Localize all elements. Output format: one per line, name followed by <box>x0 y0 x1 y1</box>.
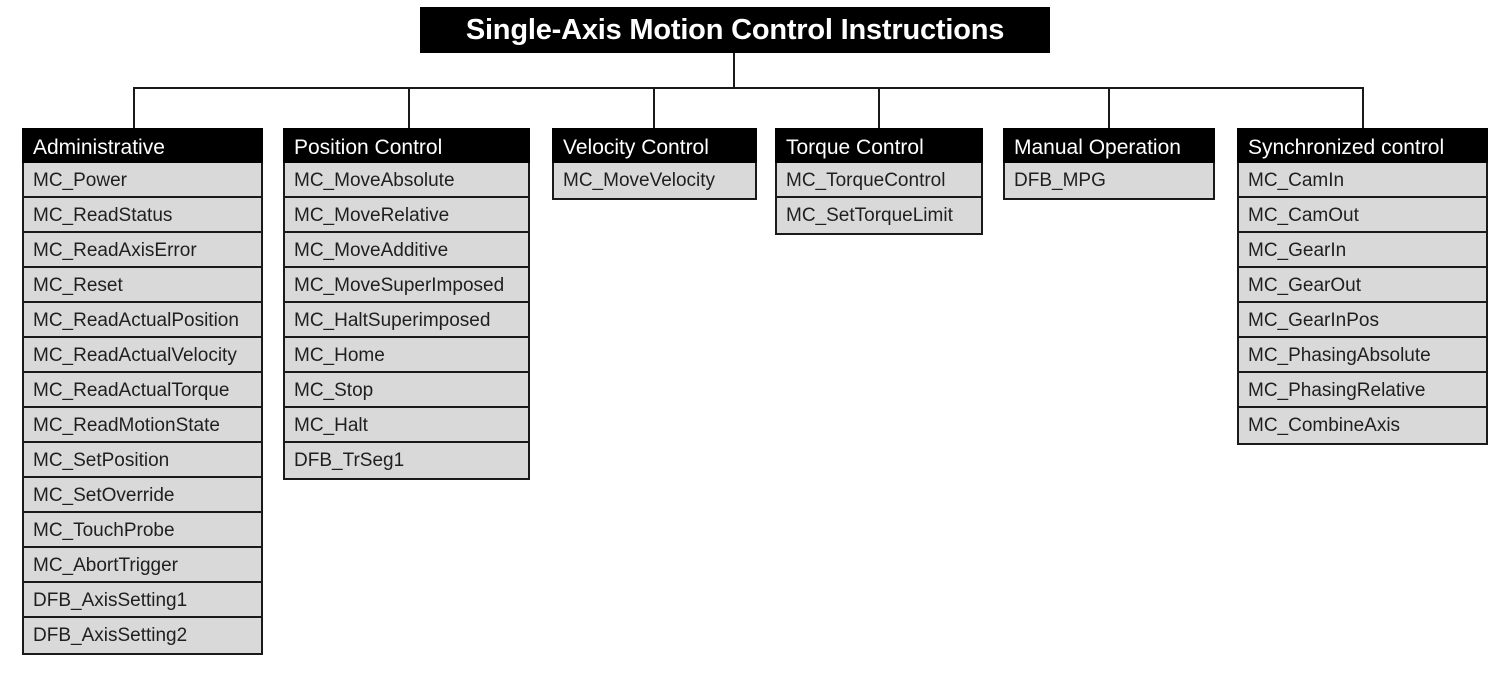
column-header-manual-operation: Manual Operation <box>1003 128 1215 163</box>
column-header-administrative: Administrative <box>22 128 263 163</box>
list-item[interactable]: MC_GearOut <box>1239 268 1486 303</box>
column-header-position-control: Position Control <box>283 128 530 163</box>
category-column-administrative: Administrative MC_Power MC_ReadStatus MC… <box>22 128 263 655</box>
list-item[interactable]: MC_ReadStatus <box>24 198 261 233</box>
category-column-position-control: Position Control MC_MoveAbsolute MC_Move… <box>283 128 530 480</box>
column-items-velocity-control: MC_MoveVelocity <box>552 163 757 200</box>
connector-drop-administrative <box>133 87 135 128</box>
page-title: Single-Axis Motion Control Instructions <box>420 7 1050 53</box>
list-item[interactable]: DFB_MPG <box>1005 163 1213 198</box>
list-item[interactable]: MC_CombineAxis <box>1239 408 1486 443</box>
category-column-velocity-control: Velocity Control MC_MoveVelocity <box>552 128 757 200</box>
category-column-manual-operation: Manual Operation DFB_MPG <box>1003 128 1215 200</box>
connector-drop-synchronized-control <box>1362 87 1364 128</box>
list-item[interactable]: MC_CamIn <box>1239 163 1486 198</box>
category-column-synchronized-control: Synchronized control MC_CamIn MC_CamOut … <box>1237 128 1488 445</box>
list-item[interactable]: MC_TouchProbe <box>24 513 261 548</box>
list-item[interactable]: MC_Power <box>24 163 261 198</box>
list-item[interactable]: MC_Reset <box>24 268 261 303</box>
list-item[interactable]: MC_SetPosition <box>24 443 261 478</box>
list-item[interactable]: DFB_AxisSetting2 <box>24 618 261 653</box>
list-item[interactable]: MC_SetTorqueLimit <box>777 198 981 233</box>
list-item[interactable]: MC_ReadActualTorque <box>24 373 261 408</box>
list-item[interactable]: MC_MoveRelative <box>285 198 528 233</box>
connector-trunk-vertical <box>733 53 735 89</box>
list-item[interactable]: MC_GearInPos <box>1239 303 1486 338</box>
list-item[interactable]: MC_Stop <box>285 373 528 408</box>
column-items-torque-control: MC_TorqueControl MC_SetTorqueLimit <box>775 163 983 235</box>
column-header-synchronized-control: Synchronized control <box>1237 128 1488 163</box>
list-item[interactable]: MC_MoveSuperImposed <box>285 268 528 303</box>
column-header-velocity-control: Velocity Control <box>552 128 757 163</box>
column-items-administrative: MC_Power MC_ReadStatus MC_ReadAxisError … <box>22 163 263 655</box>
connector-drop-position-control <box>408 87 410 128</box>
connector-bus-horizontal <box>133 87 1363 89</box>
category-column-torque-control: Torque Control MC_TorqueControl MC_SetTo… <box>775 128 983 235</box>
list-item[interactable]: MC_ReadAxisError <box>24 233 261 268</box>
list-item[interactable]: MC_MoveVelocity <box>554 163 755 198</box>
list-item[interactable]: MC_SetOverride <box>24 478 261 513</box>
list-item[interactable]: MC_PhasingRelative <box>1239 373 1486 408</box>
list-item[interactable]: MC_ReadActualPosition <box>24 303 261 338</box>
list-item[interactable]: MC_Halt <box>285 408 528 443</box>
column-header-torque-control: Torque Control <box>775 128 983 163</box>
list-item[interactable]: MC_ReadMotionState <box>24 408 261 443</box>
list-item[interactable]: MC_PhasingAbsolute <box>1239 338 1486 373</box>
connector-drop-torque-control <box>878 87 880 128</box>
connector-drop-manual-operation <box>1108 87 1110 128</box>
list-item[interactable]: MC_Home <box>285 338 528 373</box>
list-item[interactable]: MC_GearIn <box>1239 233 1486 268</box>
list-item[interactable]: MC_CamOut <box>1239 198 1486 233</box>
list-item[interactable]: DFB_TrSeg1 <box>285 443 528 478</box>
column-items-synchronized-control: MC_CamIn MC_CamOut MC_GearIn MC_GearOut … <box>1237 163 1488 445</box>
column-items-position-control: MC_MoveAbsolute MC_MoveRelative MC_MoveA… <box>283 163 530 480</box>
list-item[interactable]: MC_MoveAdditive <box>285 233 528 268</box>
list-item[interactable]: MC_TorqueControl <box>777 163 981 198</box>
list-item[interactable]: MC_HaltSuperimposed <box>285 303 528 338</box>
connector-drop-velocity-control <box>653 87 655 128</box>
list-item[interactable]: MC_ReadActualVelocity <box>24 338 261 373</box>
column-items-manual-operation: DFB_MPG <box>1003 163 1215 200</box>
list-item[interactable]: MC_AbortTrigger <box>24 548 261 583</box>
list-item[interactable]: MC_MoveAbsolute <box>285 163 528 198</box>
list-item[interactable]: DFB_AxisSetting1 <box>24 583 261 618</box>
